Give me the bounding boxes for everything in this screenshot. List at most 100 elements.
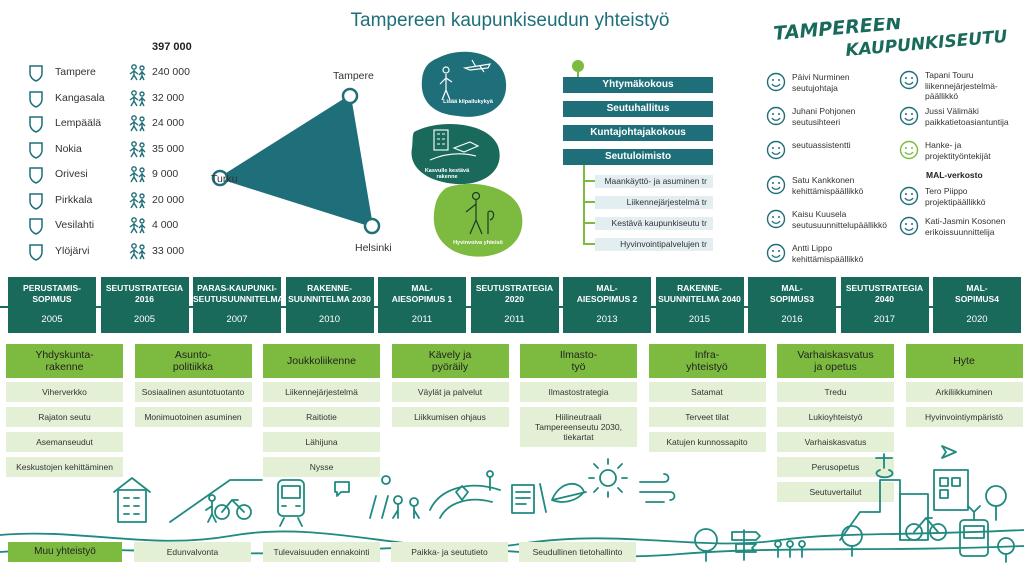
staff-name: Hanke- ja	[925, 140, 962, 150]
staff-role: projektityöntekijät	[925, 150, 991, 161]
category-item: Terveet tilat	[648, 407, 766, 427]
people-icon	[129, 192, 146, 209]
municipality-row: Orivesi 9 000	[28, 164, 198, 186]
staff-name: Juhani Pohjonen	[792, 106, 856, 116]
staff-role: paikkatietoasiantuntija	[925, 116, 1009, 127]
smiley-face-icon	[766, 140, 786, 160]
shield-icon	[29, 91, 43, 108]
timeline-label: MAL- AIESOPIMUS 1	[391, 283, 453, 304]
shield-icon	[29, 116, 43, 133]
smiley-face-icon	[766, 175, 786, 195]
helsinki-node	[363, 217, 381, 235]
municipality-row: Lempäälä 24 000	[28, 113, 198, 135]
category-item: Rajaton seutu	[6, 407, 123, 427]
category-header: Varhaiskasvatus ja opetus	[777, 344, 894, 378]
timeline-year: 2005	[41, 314, 63, 325]
municipality-population: 24 000	[152, 117, 185, 129]
category-header: Joukkoliikenne	[263, 344, 380, 378]
staff-role: seutusuunnittelupäällikkö	[792, 219, 887, 230]
category-item: Seutuvertailut	[777, 482, 894, 502]
people-icon	[129, 141, 146, 158]
timeline-label: MAL- SOPIMUS3	[770, 283, 814, 304]
org-sub-maankaytto: Maankäyttö- ja asuminen tr	[595, 175, 713, 188]
org-sub-kestava: Kestävä kaupunkiseutu tr	[595, 217, 713, 230]
category-item: Arkiliikkuminen	[905, 382, 1023, 402]
category-item: Katujen kunnossapito	[648, 432, 766, 452]
municipality-name: Vesilahti	[55, 219, 95, 231]
bubble-label-competitiveness: Lisää kilpailukykyä	[443, 99, 493, 105]
category-header: Kävely ja pyöräily	[391, 344, 509, 378]
city-triangle-diagram	[211, 87, 381, 235]
org-sub-liikennejarjestelma: Liikennejärjestelmä tr	[595, 196, 713, 209]
staff-role: seutujohtaja	[792, 82, 838, 93]
timeline-label: MAL- AIESOPIMUS 2	[576, 283, 638, 304]
municipality-name: Orivesi	[55, 168, 88, 180]
municipality-row: Ylöjärvi 33 000	[28, 241, 198, 263]
staff-name: seutuassistentti	[792, 140, 851, 150]
org-yhtymakokous: Yhtymäkokous	[563, 77, 713, 93]
people-icon	[129, 115, 146, 132]
org-sub-hyvinvointi: Hyvinvointipalvelujen tr	[595, 238, 713, 251]
municipality-name: Ylöjärvi	[55, 245, 90, 257]
shield-icon	[29, 167, 43, 184]
staff-role: kehittämispäällikkö	[792, 185, 864, 196]
municipality-population: 9 000	[152, 168, 179, 180]
staff-role: liikennejärjestelmä-	[925, 80, 998, 91]
municipality-population: 240 000	[152, 66, 190, 78]
timeline-year: 2017	[873, 314, 896, 325]
timeline-year: 2015	[688, 314, 711, 325]
category-item: Monimuotoinen asuminen	[134, 407, 252, 427]
timeline-label: MAL- SOPIMUS4	[955, 283, 999, 304]
municipality-row: Tampere 240 000	[28, 62, 198, 84]
page-title: Tampereen kaupunkiseudun yhteistyö	[350, 10, 670, 31]
tampere-node	[341, 87, 359, 105]
municipality-population: 33 000	[152, 245, 185, 257]
timeline-label: SEUTUSTRATEGIA 2040	[845, 283, 924, 304]
shield-icon	[29, 244, 43, 261]
mal-network-label: MAL-verkosto	[926, 170, 983, 180]
people-icon	[129, 166, 146, 183]
category-item: Liikkumisen ohjaus	[391, 407, 509, 427]
people-icon	[129, 243, 146, 260]
municipality-population: 20 000	[152, 194, 185, 206]
other-cooperation-label: Muu yhteistyö	[8, 542, 122, 562]
category-header: Yhdyskunta- rakenne	[6, 344, 123, 378]
timeline-label: RAKENNE- SUUNNITELMA 2030	[288, 283, 371, 304]
category-item: Lukioyhteistyö	[777, 407, 894, 427]
category-item: Varhaiskasvatus	[777, 432, 894, 452]
bubble-label-structure: Kasvulle kestävä rakenne	[424, 168, 470, 180]
timeline-item: RAKENNE- SUUNNITELMA 2040 2015	[655, 277, 744, 333]
tampereen-kaupunkiseutu-logo: TAMPEREEN KAUPUNKISEUTU	[773, 18, 1009, 58]
other-cooperation-item: Edunvalvonta	[134, 542, 251, 562]
org-kuntajohtajakokous: Kuntajohtajakokous	[563, 125, 713, 141]
staff-name: Tero Piippo	[925, 186, 968, 196]
smiley-face-icon	[899, 216, 919, 236]
municipality-population: 35 000	[152, 143, 185, 155]
people-icon	[129, 217, 146, 234]
timeline-label: SEUTUSTRATEGIA 2020	[475, 283, 554, 304]
category-item: Lähijuna	[263, 432, 380, 452]
category-item: Keskustojen kehittäminen	[6, 457, 123, 477]
municipality-name: Lempäälä	[55, 117, 102, 129]
timeline-label: PERUSTAMIS- SOPIMUS	[23, 283, 81, 304]
other-cooperation-item: Paikka- ja seututieto	[391, 542, 508, 562]
city-label-helsinki: Helsinki	[355, 242, 392, 254]
category-item: Hyvinvointiympäristö	[905, 407, 1023, 427]
vision-bubbles	[411, 51, 523, 257]
municipality-population: 32 000	[152, 92, 185, 104]
people-icon	[129, 90, 146, 107]
staff-name: Jussi Välimäki	[925, 106, 979, 116]
other-cooperation-item: Seudullinen tietohallinto	[519, 542, 636, 562]
smiley-face-icon	[899, 70, 919, 90]
timeline-label: RAKENNE- SUUNNITELMA 2040	[658, 283, 741, 304]
municipality-name: Tampere	[55, 66, 96, 78]
smiley-face-icon	[766, 243, 786, 263]
category-item: Ilmastostrategia	[520, 382, 637, 402]
